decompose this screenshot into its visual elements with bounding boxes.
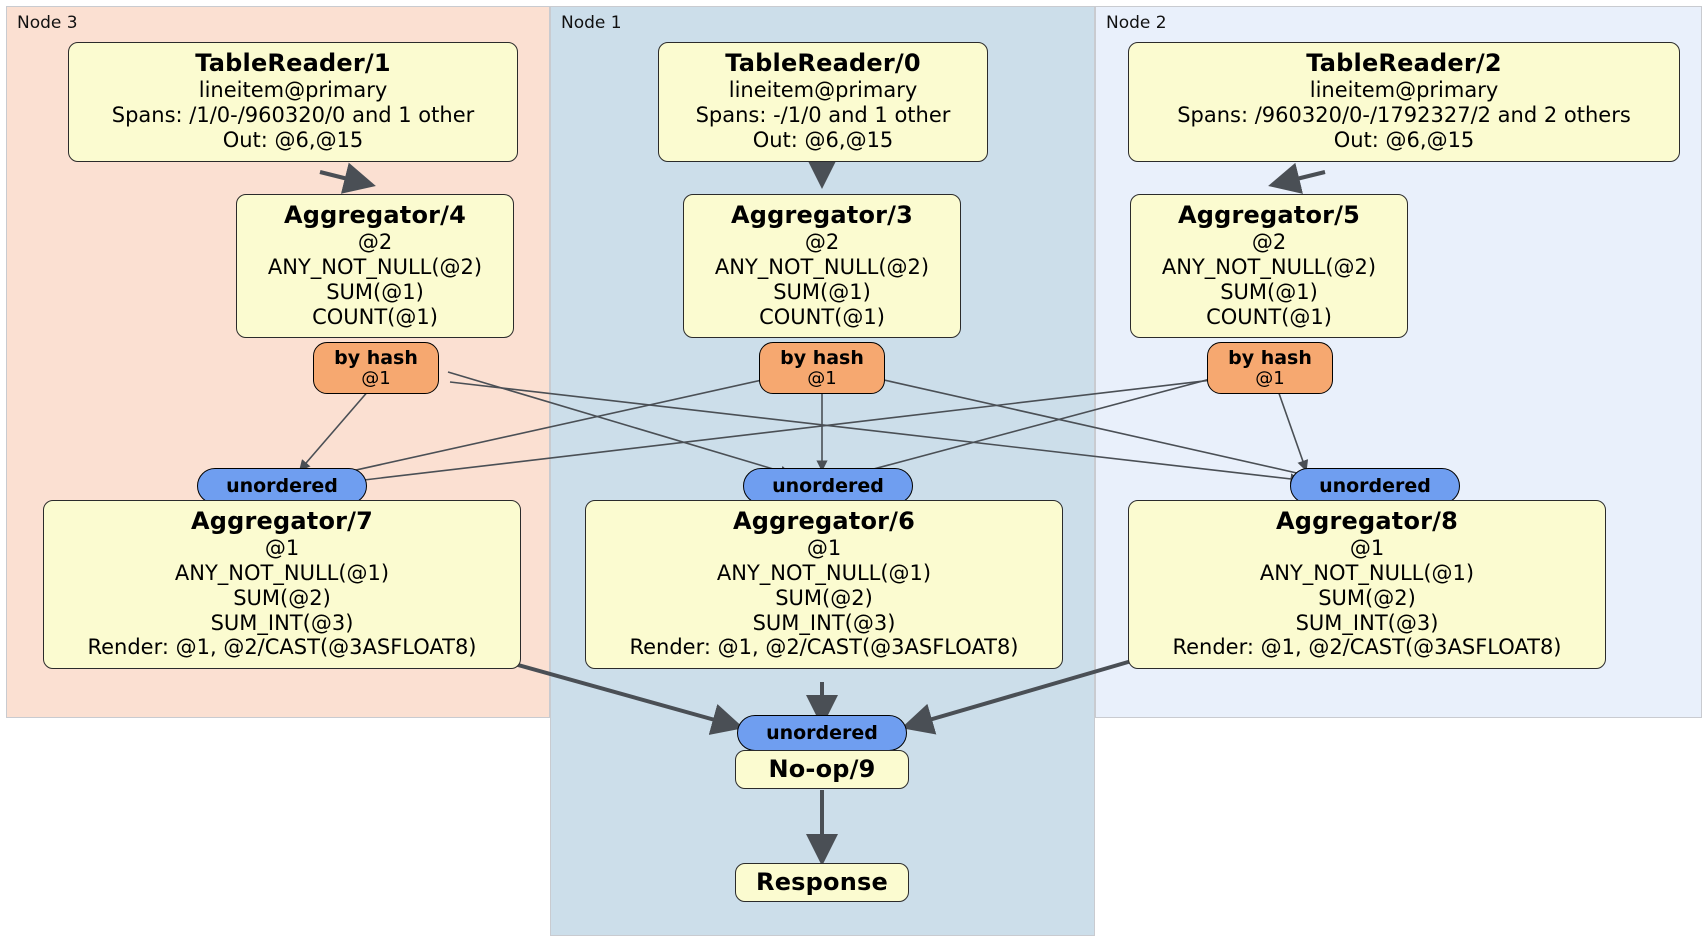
processor-detail-agg-1: SUM(@1): [773, 279, 871, 304]
processor-title: Aggregator/3: [730, 201, 914, 229]
processor-aggregator-8[interactable]: Aggregator/8 @1 ANY_NOT_NULL(@1) SUM(@2)…: [1128, 500, 1606, 670]
synchronizer-label: unordered: [1319, 474, 1431, 497]
processor-detail-out: Out: @6,@15: [222, 127, 364, 152]
synchronizer-label: unordered: [766, 721, 878, 744]
processor-detail-agg-0: ANY_NOT_NULL(@2): [1161, 255, 1377, 280]
router-column: @1: [1255, 367, 1285, 389]
processor-detail-table: lineitem@primary: [728, 78, 918, 103]
processor-aggregator-4[interactable]: Aggregator/4 @2 ANY_NOT_NULL(@2) SUM(@1)…: [236, 194, 514, 339]
processor-detail-agg-1: SUM(@1): [326, 279, 424, 304]
processor-detail-agg-2: COUNT(@1): [1206, 304, 1332, 329]
processor-detail-spans: Spans: /1/0-/960320/0 and 1 other: [111, 103, 475, 128]
processor-aggregator-6[interactable]: Aggregator/6 @1 ANY_NOT_NULL(@1) SUM(@2)…: [585, 500, 1063, 670]
processor-response[interactable]: Response: [735, 863, 909, 903]
processor-detail-render: Render: @1, @2/CAST(@3ASFLOAT8): [87, 635, 477, 660]
processor-tablereader-1[interactable]: TableReader/1 lineitem@primary Spans: /1…: [68, 42, 518, 162]
processor-detail-out: Out: @6,@15: [1333, 127, 1475, 152]
processor-detail-agg-0: ANY_NOT_NULL(@1): [174, 561, 390, 586]
processor-detail-table: lineitem@primary: [198, 78, 388, 103]
processor-aggregator-7[interactable]: Aggregator/7 @1 ANY_NOT_NULL(@1) SUM(@2)…: [43, 500, 521, 670]
processor-detail-spans: Spans: -/1/0 and 1 other: [695, 103, 951, 128]
processor-detail-groupcol: @1: [1349, 536, 1385, 561]
processor-title: Response: [756, 868, 888, 896]
router-by-hash-left[interactable]: by hash @1: [313, 342, 439, 394]
processor-detail-groupcol: @1: [806, 536, 842, 561]
processor-title: Aggregator/6: [732, 507, 916, 535]
processor-title: TableReader/1: [195, 49, 391, 77]
synchronizer-unordered-final[interactable]: unordered: [737, 715, 907, 751]
processor-title: Aggregator/8: [1275, 507, 1459, 535]
processor-detail-groupcol: @1: [264, 536, 300, 561]
processor-tablereader-0[interactable]: TableReader/0 lineitem@primary Spans: -/…: [658, 42, 988, 162]
processor-detail-agg-0: ANY_NOT_NULL(@1): [716, 561, 932, 586]
router-column: @1: [807, 367, 837, 389]
processor-detail-agg-2: SUM_INT(@3): [210, 610, 354, 635]
processor-title: Aggregator/5: [1177, 201, 1361, 229]
processor-detail-agg-2: COUNT(@1): [312, 304, 438, 329]
processor-detail-table: lineitem@primary: [1309, 78, 1499, 103]
processor-title: No-op/9: [768, 755, 876, 783]
processor-detail-agg-1: SUM(@1): [1220, 279, 1318, 304]
processor-detail-agg-1: SUM(@2): [1318, 585, 1416, 610]
processor-detail-agg-2: SUM_INT(@3): [752, 610, 896, 635]
node-region-label: Node 2: [1106, 13, 1167, 33]
processor-aggregator-5[interactable]: Aggregator/5 @2 ANY_NOT_NULL(@2) SUM(@1)…: [1130, 194, 1408, 339]
router-label: by hash: [334, 346, 418, 369]
processor-detail-agg-1: SUM(@2): [775, 585, 873, 610]
router-column: @1: [361, 367, 391, 389]
processor-detail-agg-0: ANY_NOT_NULL(@2): [267, 255, 483, 280]
router-label: by hash: [1228, 346, 1312, 369]
synchronizer-label: unordered: [226, 474, 338, 497]
synchronizer-unordered-mid[interactable]: unordered: [743, 468, 913, 504]
processor-aggregator-3[interactable]: Aggregator/3 @2 ANY_NOT_NULL(@2) SUM(@1)…: [683, 194, 961, 339]
processor-title: Aggregator/7: [190, 507, 374, 535]
processor-detail-agg-1: SUM(@2): [233, 585, 331, 610]
processor-detail-groupcol: @2: [1251, 230, 1287, 255]
node-region-label: Node 1: [561, 13, 622, 33]
router-by-hash-right[interactable]: by hash @1: [1207, 342, 1333, 394]
processor-tablereader-2[interactable]: TableReader/2 lineitem@primary Spans: /9…: [1128, 42, 1680, 162]
synchronizer-label: unordered: [772, 474, 884, 497]
processor-detail-render: Render: @1, @2/CAST(@3ASFLOAT8): [1172, 635, 1562, 660]
router-label: by hash: [780, 346, 864, 369]
synchronizer-unordered-left[interactable]: unordered: [197, 468, 367, 504]
synchronizer-unordered-right[interactable]: unordered: [1290, 468, 1460, 504]
processor-detail-spans: Spans: /960320/0-/1792327/2 and 2 others: [1177, 103, 1631, 128]
processor-detail-agg-0: ANY_NOT_NULL(@2): [714, 255, 930, 280]
processor-detail-groupcol: @2: [357, 230, 393, 255]
processor-detail-agg-2: SUM_INT(@3): [1295, 610, 1439, 635]
processor-detail-render: Render: @1, @2/CAST(@3ASFLOAT8): [629, 635, 1019, 660]
node-region-label: Node 3: [17, 13, 78, 33]
processor-no-op-9[interactable]: No-op/9: [735, 750, 909, 790]
processor-detail-agg-2: COUNT(@1): [759, 304, 885, 329]
processor-detail-groupcol: @2: [804, 230, 840, 255]
processor-detail-agg-0: ANY_NOT_NULL(@1): [1259, 561, 1475, 586]
router-by-hash-mid[interactable]: by hash @1: [759, 342, 885, 394]
processor-title: TableReader/2: [1306, 49, 1502, 77]
processor-title: TableReader/0: [725, 49, 921, 77]
processor-title: Aggregator/4: [283, 201, 467, 229]
processor-detail-out: Out: @6,@15: [752, 127, 894, 152]
